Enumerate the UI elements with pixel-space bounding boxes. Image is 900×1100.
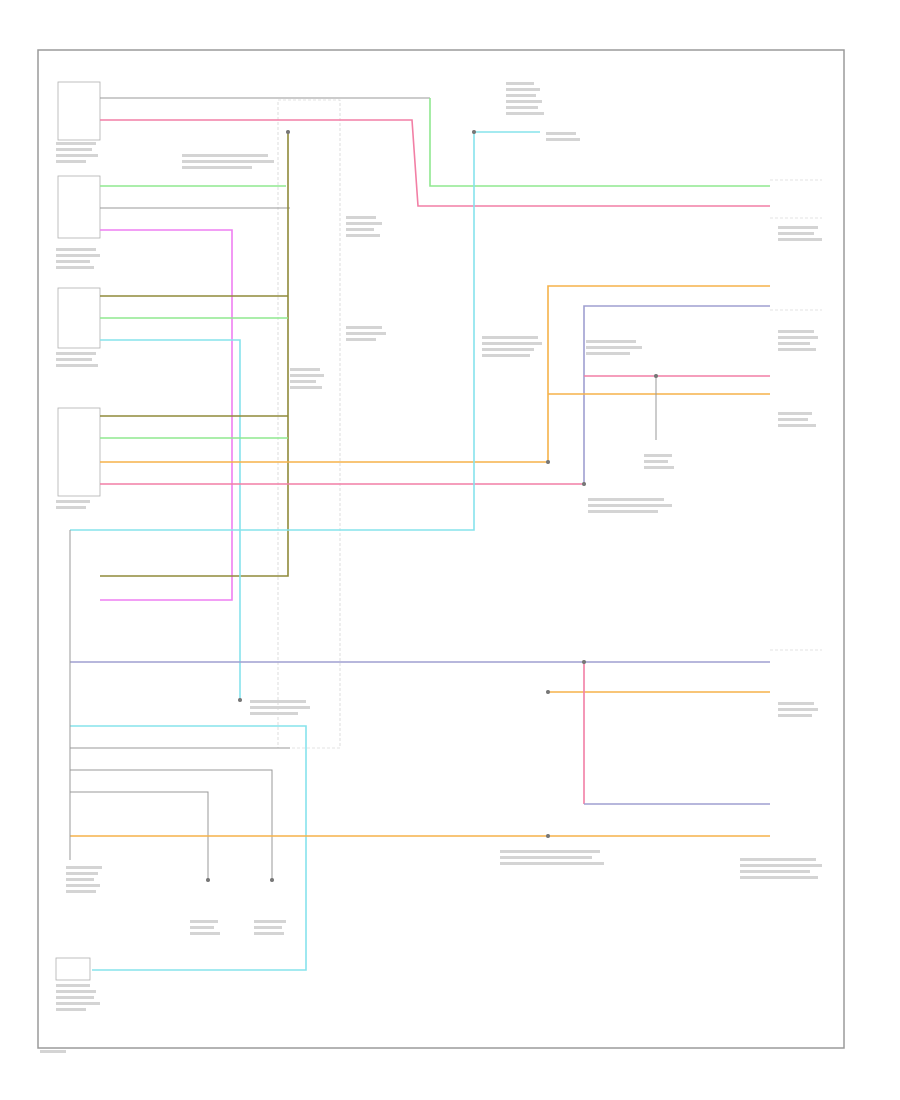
wire-cyan-left [100,339,241,700]
connector-block-4 [57,407,101,497]
wires [69,97,770,971]
wire-lavender-top [583,305,770,484]
wire-orange-1 [100,285,770,463]
wire-olive-main [100,132,289,577]
right-connector-bracket-1 [770,179,822,219]
wire-gray-bottom-3 [70,791,209,880]
diagram-frame [37,49,845,1049]
connector-block-1 [57,81,101,141]
wire-cyan-main [70,132,475,531]
connector-block-3 [57,287,101,349]
wire-cyan-bottom [70,725,307,971]
splice-points [206,130,658,882]
connector-block-5 [55,957,91,981]
label-placeholders [40,82,822,1053]
wire-magenta [100,229,233,601]
splice-box [277,99,341,749]
connector-block-2 [57,175,101,239]
wire-gray-bottom-2 [70,769,273,880]
wire-pink-top [100,119,770,207]
component-boxes [55,81,822,981]
wire-green-top [429,98,770,187]
